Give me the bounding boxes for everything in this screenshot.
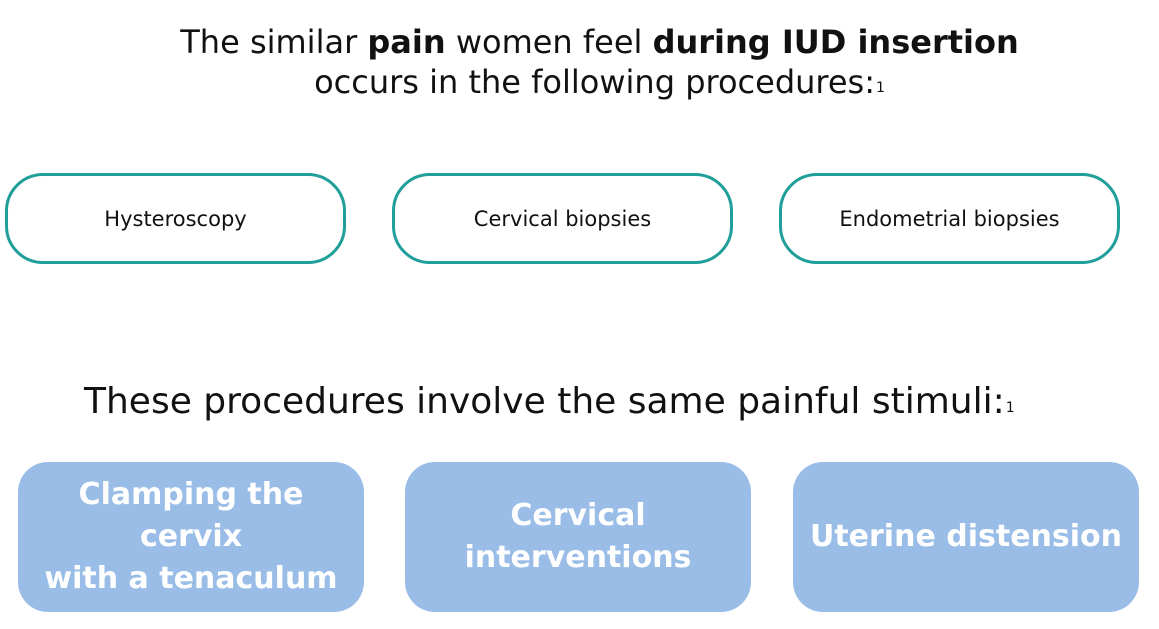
headline-text-2: women feel: [445, 23, 653, 61]
stimulus-card-text: Uterine distension: [810, 516, 1122, 558]
headline-line-1: The similar pain women feel during IUD i…: [0, 22, 1159, 62]
procedure-pill-hysteroscopy: Hysteroscopy: [5, 173, 346, 264]
headline-bold-pain: pain: [367, 23, 446, 61]
stimulus-line-2: interventions: [464, 540, 692, 575]
procedure-pill-cervical-biopsies: Cervical biopsies: [392, 173, 733, 264]
stimuli-heading-text: These procedures involve the same painfu…: [84, 381, 1005, 422]
stimulus-card-cervical-interventions: Cervical interventions: [405, 462, 751, 612]
stimulus-line-2: with a tenaculum: [44, 561, 338, 596]
stimulus-line-1: Cervical: [510, 498, 646, 533]
stimulus-card-text: Cervical interventions: [465, 495, 692, 579]
procedure-pill-endometrial-biopsies: Endometrial biopsies: [779, 173, 1120, 264]
stimulus-card-clamping: Clamping the cervix with a tenaculum: [18, 462, 364, 612]
stimulus-card-text: Clamping the cervix with a tenaculum: [24, 474, 358, 600]
headline-line-2: occurs in the following procedures:1: [0, 62, 1159, 102]
headline-text-3: occurs in the following procedures:: [314, 63, 875, 101]
headline-bold-iud: during IUD insertion: [652, 23, 1019, 61]
stimuli-heading-footnote: 1: [1005, 400, 1015, 416]
stimulus-line-1: Uterine distension: [809, 519, 1123, 554]
headline: The similar pain women feel during IUD i…: [0, 22, 1159, 102]
stimulus-card-uterine-distension: Uterine distension: [793, 462, 1139, 612]
stimuli-heading: These procedures involve the same painfu…: [84, 380, 1144, 424]
headline-text-1: The similar: [180, 23, 368, 61]
stimulus-line-1: Clamping the cervix: [78, 477, 304, 554]
headline-footnote: 1: [876, 80, 885, 96]
